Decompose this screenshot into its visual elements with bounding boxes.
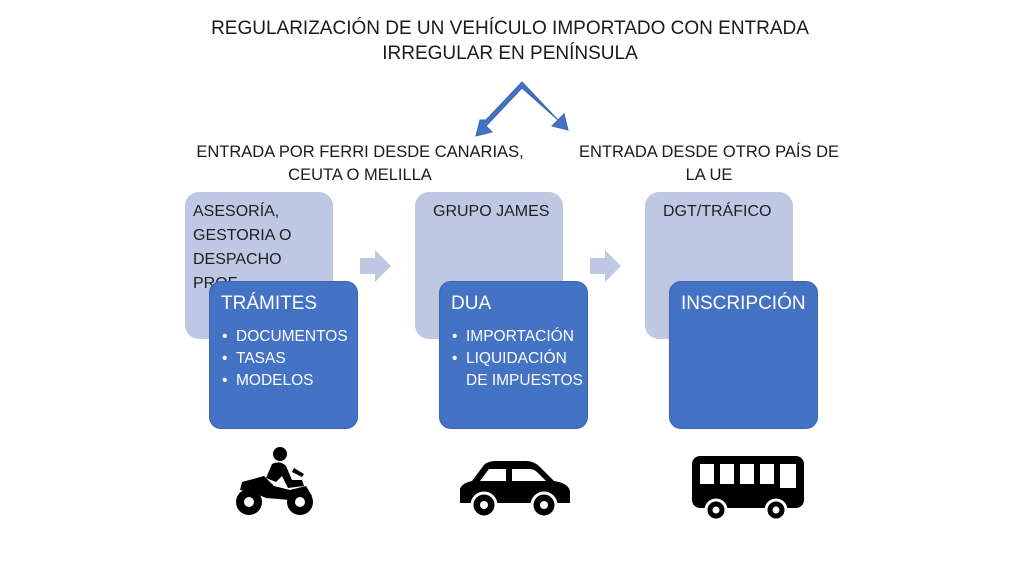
step-2-label: GRUPO JAMES: [433, 200, 557, 224]
step-1-item: DOCUMENTOS: [222, 326, 353, 348]
step-arrow-1-icon: [360, 250, 391, 282]
bus-icon: [692, 456, 804, 522]
left-heading-line-1: ENTRADA POR FERRI DESDE CANARIAS,: [196, 143, 524, 161]
step-1-card: TRÁMITES DOCUMENTOS TASAS MODELOS: [209, 281, 358, 429]
step-3-card: INSCRIPCIÓN: [669, 281, 818, 429]
step-3-label-line: DGT/TRÁFICO: [663, 203, 772, 220]
left-heading: ENTRADA POR FERRI DESDE CANARIAS, CEUTA …: [190, 141, 530, 187]
branch-arrow-icon: [475, 81, 569, 137]
step-1-item: TASAS: [222, 348, 353, 370]
title-line-1: REGULARIZACIÓN DE UN VEHÍCULO IMPORTADO …: [211, 18, 809, 39]
step-2-card-title: DUA: [451, 293, 492, 314]
step-1-card-title: TRÁMITES: [221, 293, 318, 314]
step-2-item: IMPORTACIÓN: [452, 326, 583, 348]
right-heading-line-1: ENTRADA DESDE OTRO PAÍS DE: [578, 143, 840, 161]
step-1-label-line: GESTORIA O: [193, 227, 292, 244]
step-arrow-2-icon: [590, 250, 621, 282]
step-3-card-title: INSCRIPCIÓN: [681, 293, 806, 314]
car-icon: [460, 461, 570, 519]
motorcycle-icon: [236, 447, 313, 515]
title-line-2: IRREGULAR EN PENÍNSULA: [382, 43, 638, 64]
left-heading-line-2: CEUTA O MELILLA: [288, 166, 432, 184]
step-2-label-line: GRUPO JAMES: [433, 203, 550, 220]
step-2-items: IMPORTACIÓN LIQUIDACIÓN DE IMPUESTOS: [452, 326, 583, 392]
step-2-item: LIQUIDACIÓN DE IMPUESTOS: [452, 348, 583, 392]
step-1-item: MODELOS: [222, 370, 353, 392]
right-heading: ENTRADA DESDE OTRO PAÍS DE LA UE: [578, 141, 840, 187]
step-3-label: DGT/TRÁFICO: [663, 200, 787, 224]
step-1-label: ASESORÍA, GESTORIA O DESPACHO PROF.: [193, 200, 327, 296]
step-2-card: DUA IMPORTACIÓN LIQUIDACIÓN DE IMPUESTOS: [439, 281, 588, 429]
right-heading-line-2: LA UE: [685, 166, 733, 184]
step-1-label-line: ASESORÍA,: [193, 203, 280, 220]
step-1-items: DOCUMENTOS TASAS MODELOS: [222, 326, 353, 392]
diagram-title: REGULARIZACIÓN DE UN VEHÍCULO IMPORTADO …: [170, 16, 850, 66]
